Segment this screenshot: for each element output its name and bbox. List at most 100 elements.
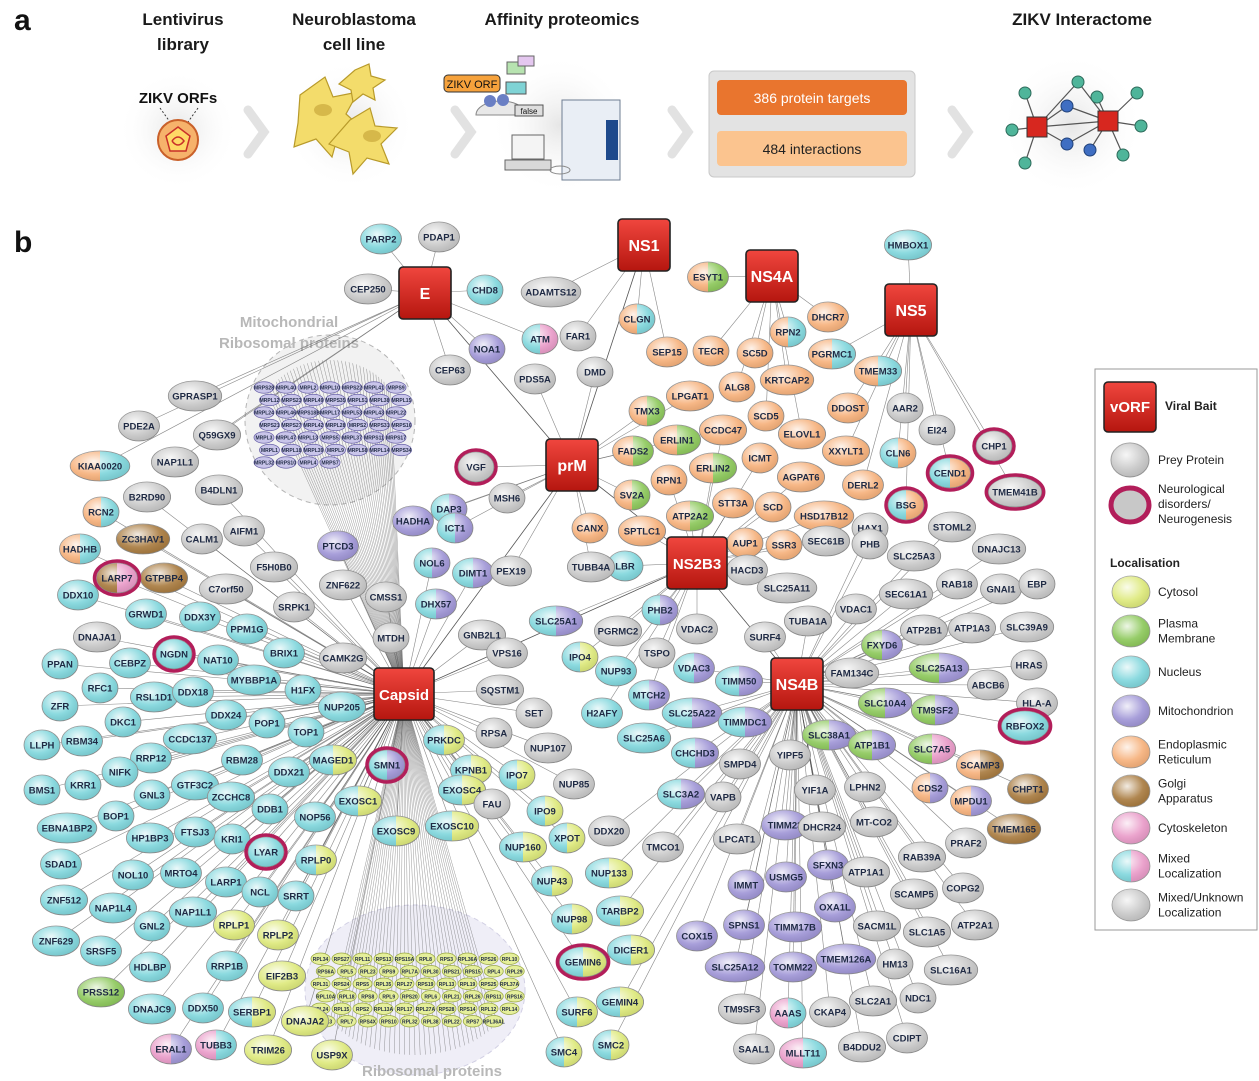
prey-node[interactable]: LPGAT1 [666, 380, 715, 412]
bait-node[interactable]: prM [545, 438, 599, 492]
prey-node[interactable]: CALM1 [181, 523, 223, 555]
prey-node[interactable]: SET [515, 697, 553, 729]
prey-node[interactable]: ZCCHC8 [206, 781, 255, 813]
prey-node[interactable]: BRIX1 [263, 637, 305, 669]
prey-node[interactable]: MRTO4 [160, 857, 202, 889]
prey-node[interactable]: SLC39A9 [999, 611, 1055, 643]
prey-node[interactable]: ATM [521, 323, 559, 355]
prey-node[interactable]: HDLBP [129, 951, 171, 983]
prey-node[interactable]: NUP43 [531, 865, 573, 897]
prey-node[interactable]: DNAJA2 [280, 1005, 329, 1037]
prey-node[interactable]: CCDC137 [162, 723, 218, 755]
prey-node[interactable]: MSH6 [488, 482, 526, 514]
prey-node[interactable]: DDX3Y [179, 601, 221, 633]
prey-node[interactable]: Q59GX9 [192, 419, 241, 451]
prey-node[interactable]: RRP12 [130, 742, 172, 774]
prey-node[interactable]: H1FX [284, 674, 322, 706]
prey-node[interactable]: BOP1 [97, 800, 135, 832]
prey-node[interactable]: RPLP0 [295, 844, 337, 876]
prey-node[interactable]: NAP1L4 [89, 892, 138, 924]
prey-node[interactable]: LPHN2 [844, 771, 886, 803]
prey-node[interactable]: FAM134C [824, 657, 880, 689]
prey-node[interactable]: DDOST [827, 392, 869, 424]
prey-node[interactable]: TOP1 [287, 716, 325, 748]
prey-node[interactable]: LBR [606, 550, 644, 582]
prey-node[interactable]: SLC38A1 [801, 719, 857, 751]
prey-node[interactable]: GEMIN4 [596, 986, 645, 1018]
prey-node[interactable]: CHCHD3 [671, 737, 720, 769]
prey-node[interactable]: PTCD3 [317, 530, 359, 562]
prey-node[interactable]: AAR2 [886, 392, 924, 424]
prey-node[interactable]: ADAMTS12 [520, 276, 582, 308]
prey-node[interactable]: GTF3C2 [170, 769, 219, 801]
prey-node[interactable]: TECR [692, 335, 730, 367]
prey-node[interactable]: IPO9 [526, 795, 564, 827]
prey-node[interactable]: FXYD6 [861, 629, 903, 661]
prey-node[interactable]: NUP98 [551, 903, 593, 935]
prey-node[interactable]: SRPK1 [273, 591, 315, 623]
prey-node[interactable]: PGRMC2 [594, 615, 643, 647]
prey-node[interactable]: NDC1 [899, 982, 937, 1014]
prey-node[interactable]: MAGED1 [308, 744, 357, 776]
prey-node[interactable]: NUP160 [498, 831, 547, 863]
prey-node[interactable]: STOML2 [928, 511, 977, 543]
prey-node[interactable]: VDAC1 [835, 593, 877, 625]
prey-node[interactable]: CHD8 [466, 274, 504, 306]
prey-node[interactable]: MTCH2 [628, 679, 670, 711]
prey-node[interactable]: FAU [473, 788, 511, 820]
prey-node[interactable]: DDB1 [251, 793, 289, 825]
prey-node[interactable]: CMSS1 [365, 581, 407, 613]
prey-node[interactable]: NOA1 [468, 333, 506, 365]
prey-node[interactable]: ATP2B1 [900, 614, 949, 646]
prey-node[interactable]: ABCB6 [967, 669, 1009, 701]
prey-node[interactable]: PDS5A [514, 363, 556, 395]
bait-node[interactable]: E [398, 266, 452, 320]
prey-node[interactable]: SEC61A1 [878, 578, 934, 610]
prey-node[interactable]: PARP2 [360, 223, 402, 255]
prey-node[interactable]: SSR3 [765, 529, 803, 561]
prey-node[interactable]: RBM28 [221, 744, 263, 776]
prey-node[interactable]: CLGN [618, 303, 656, 335]
prey-node[interactable]: SMPD4 [719, 748, 761, 780]
prey-node[interactable]: TRIM26 [243, 1034, 292, 1066]
prey-node[interactable]: RBFOX2 [997, 707, 1053, 745]
prey-node[interactable]: DDX20 [588, 815, 630, 847]
prey-node[interactable]: SLC25A6 [616, 722, 672, 754]
prey-node[interactable]: ERLIN2 [689, 452, 738, 484]
prey-node[interactable]: COX15 [676, 920, 718, 952]
prey-node[interactable]: CKAP4 [809, 996, 851, 1028]
prey-node[interactable]: SQSTM1 [475, 674, 524, 706]
prey-node[interactable]: SLC25A11 [756, 572, 818, 604]
prey-node[interactable]: HADHB [59, 533, 101, 565]
prey-node[interactable]: H2AFY [581, 697, 623, 729]
prey-node[interactable]: SACM1L [853, 910, 902, 942]
prey-node[interactable]: NAP1L1 [168, 896, 217, 928]
prey-node[interactable]: ICT1 [436, 512, 474, 544]
prey-node[interactable]: DERL2 [842, 469, 884, 501]
prey-node[interactable]: RCN2 [82, 496, 120, 528]
prey-node[interactable]: STT3A [712, 487, 754, 519]
prey-node[interactable]: ESYT1 [687, 261, 729, 293]
prey-node[interactable]: SLC1A5 [903, 916, 952, 948]
prey-node[interactable]: GNL2 [133, 910, 171, 942]
prey-node[interactable]: OXA1L [814, 891, 856, 923]
prey-node[interactable]: TUBB3 [195, 1029, 237, 1061]
prey-node[interactable]: PDE2A [118, 410, 160, 442]
prey-node[interactable]: EXOSC9 [371, 815, 420, 847]
prey-node[interactable]: ZNF629 [32, 925, 81, 957]
prey-node[interactable]: HMBOX1 [884, 229, 933, 261]
prey-node[interactable]: TIMM23 [761, 809, 810, 841]
prey-node[interactable]: SMN1 [365, 746, 409, 784]
prey-node[interactable]: XPOT [548, 822, 586, 854]
prey-node[interactable]: SCD5 [747, 400, 785, 432]
prey-node[interactable]: PHB2 [641, 594, 679, 626]
prey-node[interactable]: EXOSC1 [333, 785, 382, 817]
prey-node[interactable]: DIMT1 [452, 557, 494, 589]
bait-node[interactable]: NS2B3 [666, 536, 728, 590]
prey-node[interactable]: LARP1 [205, 866, 247, 898]
prey-node[interactable]: KRTCAP2 [759, 364, 815, 396]
prey-node[interactable]: CEP250 [343, 273, 392, 305]
prey-node[interactable]: ATP1A3 [948, 612, 997, 644]
prey-node[interactable]: SLC2A1 [849, 985, 898, 1017]
prey-node[interactable]: ELOVL1 [778, 418, 827, 450]
